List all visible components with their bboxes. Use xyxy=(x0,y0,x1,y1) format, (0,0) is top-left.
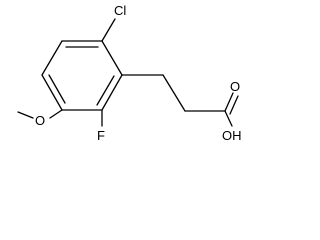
chemical-structure-canvas: Cl F O O OH xyxy=(17,3,242,143)
bond-to-methoxy-oxygen xyxy=(49,109,63,119)
hydroxyl-label: OH xyxy=(222,128,242,143)
structure-diagram: Cl F O O OH xyxy=(17,3,242,143)
chlorine-label: Cl xyxy=(114,3,126,18)
hydroxyl-bond xyxy=(224,110,233,127)
fluorine-label: F xyxy=(97,128,105,143)
carbonyl-bond-b xyxy=(229,95,239,115)
ring-bond-c5-c6-inner xyxy=(48,74,66,104)
ring-bond-c6-c1 xyxy=(41,40,63,76)
ring-bond-c5-c6 xyxy=(41,74,63,111)
bond-methoxy-methyl xyxy=(17,111,34,119)
carbonyl-bond-a xyxy=(224,92,234,112)
bond-to-chlorine xyxy=(101,18,116,42)
ring-bond-c3-c4 xyxy=(101,74,123,111)
chain-bond-2 xyxy=(162,74,186,112)
methoxy-oxygen-label: O xyxy=(35,113,45,128)
ring-bond-c2-c3 xyxy=(101,40,123,76)
ring-bond-c3-c4-inner xyxy=(96,75,115,106)
carbonyl-oxygen-label: O xyxy=(230,79,240,94)
